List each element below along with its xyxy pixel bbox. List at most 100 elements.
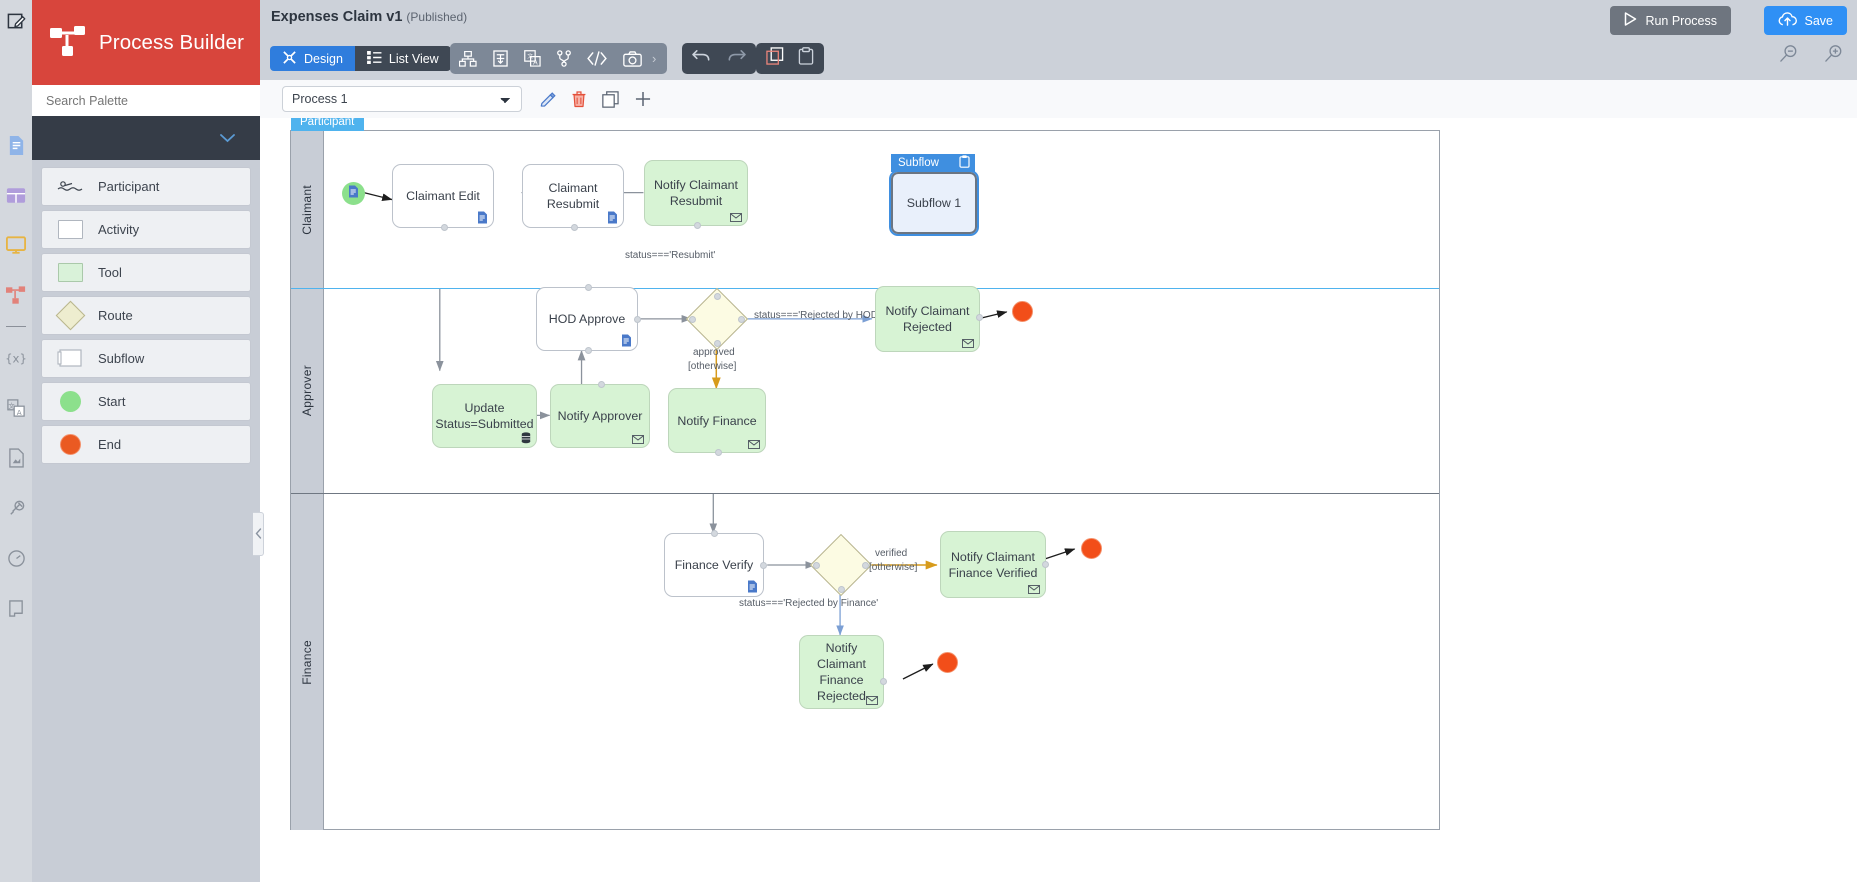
node-label: Update Status=Submitted: [435, 401, 534, 431]
gauge-icon[interactable]: [0, 533, 32, 583]
node-notify-claimant-finance-verified[interactable]: Notify Claimant Finance Verified: [940, 531, 1049, 598]
node-claimant-resubmit[interactable]: Claimant Resubmit: [522, 164, 624, 231]
lane-header-claimant[interactable]: Claimant: [291, 131, 324, 288]
paste-icon[interactable]: [798, 47, 814, 70]
palette-item-route[interactable]: Route: [42, 297, 250, 334]
search-input[interactable]: [44, 92, 248, 109]
camera-icon[interactable]: [623, 50, 642, 67]
port-route-left[interactable]: [689, 316, 696, 323]
pencil-icon[interactable]: [540, 91, 556, 107]
subflow-header[interactable]: Subflow: [891, 154, 975, 172]
participant-tab[interactable]: Participant: [291, 118, 365, 131]
participant-pool[interactable]: Participant Claimant: [290, 118, 1440, 830]
port-route-right[interactable]: [738, 316, 745, 323]
port-right[interactable]: [880, 678, 887, 685]
lane-body-finance[interactable]: Finance Verify verified [otherwise] stat…: [324, 494, 1439, 830]
clipboard-icon[interactable]: [959, 155, 970, 171]
node-notify-claimant-resubmit[interactable]: Notify Claimant Resubmit: [644, 160, 748, 229]
table-grid-icon[interactable]: [0, 170, 32, 220]
plug-connector-icon[interactable]: [0, 483, 32, 533]
branch-icon[interactable]: [557, 50, 571, 67]
port-route-bottom[interactable]: [838, 586, 845, 593]
trash-icon[interactable]: [572, 90, 586, 108]
palette-item-end[interactable]: End: [42, 426, 250, 463]
port-top[interactable]: [585, 284, 592, 291]
port-right[interactable]: [760, 562, 767, 569]
lane-finance[interactable]: Finance: [291, 494, 1439, 830]
port-top[interactable]: [711, 530, 718, 537]
node-notify-claimant-rejected[interactable]: Notify Claimant Rejected: [875, 286, 983, 352]
scroll-icon[interactable]: [0, 583, 32, 633]
tab-design[interactable]: Design: [270, 46, 355, 71]
node-update-status[interactable]: Update Status=Submitted: [432, 384, 537, 448]
port-route-left[interactable]: [813, 562, 820, 569]
end-event-2[interactable]: [1081, 538, 1102, 559]
monitor-screen-icon[interactable]: [0, 220, 32, 270]
port-bottom[interactable]: [441, 224, 448, 231]
port-bottom[interactable]: [694, 222, 701, 229]
port-route-right[interactable]: [862, 562, 869, 569]
save-button[interactable]: Save: [1763, 6, 1847, 35]
process-flow-icon[interactable]: [0, 270, 32, 320]
port-right[interactable]: [976, 314, 983, 321]
lane-body-approver[interactable]: HOD Approve status==='Rejected by HOD': [324, 284, 1439, 493]
edit-square-icon[interactable]: [0, 0, 32, 42]
end-event-1[interactable]: [1012, 301, 1033, 322]
chevron-down-icon[interactable]: [220, 132, 235, 145]
run-process-button[interactable]: Run Process: [1610, 6, 1731, 35]
copy-icon[interactable]: [766, 47, 784, 70]
port-top[interactable]: [598, 381, 605, 388]
node-label: Notify Claimant Finance Rejected: [817, 641, 866, 703]
lane-body-claimant[interactable]: Claimant Edit Claimant Resubmit: [324, 131, 1439, 288]
document-image-icon[interactable]: [0, 433, 32, 483]
copy-icon[interactable]: [602, 90, 619, 108]
node-notify-approver[interactable]: Notify Approver: [550, 381, 650, 448]
palette-item-start[interactable]: Start: [42, 383, 250, 420]
process-select[interactable]: Process 1: [282, 86, 522, 112]
end-event-3[interactable]: [937, 652, 958, 673]
diagram-canvas[interactable]: Participant Claimant: [260, 118, 1857, 882]
node-notify-finance[interactable]: Notify Finance: [668, 388, 766, 456]
node-hod-approve[interactable]: HOD Approve: [536, 284, 641, 354]
lane-header-approver[interactable]: Approver: [291, 289, 324, 493]
port-route-top[interactable]: [714, 293, 721, 300]
node-subflow-1[interactable]: Subflow Subflow 1: [889, 154, 979, 236]
zoom-in-icon[interactable]: [1824, 44, 1843, 68]
port-bottom[interactable]: [571, 224, 578, 231]
chevron-right-icon[interactable]: ›: [652, 51, 657, 66]
palette-item-label: End: [98, 437, 122, 452]
lane-header-finance[interactable]: Finance: [291, 494, 324, 830]
port-right[interactable]: [634, 316, 641, 323]
node-notify-claimant-finance-rejected[interactable]: Notify Claimant Finance Rejected: [799, 635, 887, 709]
code-icon[interactable]: [587, 51, 607, 66]
port-bottom[interactable]: [585, 347, 592, 354]
palette-item-tool[interactable]: Tool: [42, 254, 250, 291]
lane-claimant[interactable]: Claimant: [291, 131, 1439, 289]
palette-item-participant[interactable]: Participant: [42, 168, 250, 205]
port-bottom[interactable]: [715, 449, 722, 456]
palette-collapse-handle[interactable]: [253, 512, 264, 556]
node-claimant-edit[interactable]: Claimant Edit: [392, 164, 494, 231]
subflow-body[interactable]: Subflow 1: [889, 170, 979, 236]
start-event[interactable]: [342, 182, 365, 205]
node-finance-verify[interactable]: Finance Verify: [664, 530, 767, 597]
tab-list-view[interactable]: List View: [354, 46, 451, 71]
redo-icon[interactable]: [727, 48, 746, 69]
port-route-bottom[interactable]: [714, 340, 721, 347]
plus-icon[interactable]: [635, 91, 651, 107]
palette-item-subflow[interactable]: Subflow: [42, 340, 250, 377]
variables-braces-icon[interactable]: {x}: [0, 333, 32, 383]
form-icon[interactable]: [493, 50, 508, 67]
edge-label-approved: approved: [693, 347, 735, 358]
lane-approver[interactable]: Approver: [291, 284, 1439, 494]
palette-item-activity[interactable]: Activity: [42, 211, 250, 248]
org-chart-icon[interactable]: [459, 50, 477, 67]
port-right[interactable]: [1042, 561, 1049, 568]
document-icon[interactable]: [0, 120, 32, 170]
palette-category-header[interactable]: [32, 116, 260, 160]
undo-icon[interactable]: [692, 48, 711, 69]
palette-item-label: Start: [98, 394, 126, 409]
zoom-out-icon[interactable]: [1779, 44, 1798, 68]
